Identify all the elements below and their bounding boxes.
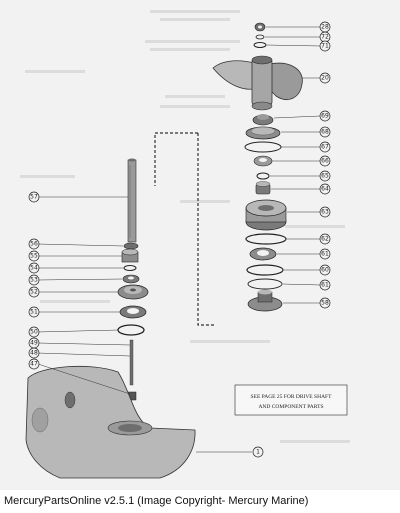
- part-o-ring: [244, 141, 282, 153]
- part-pinion-gear: [117, 284, 149, 300]
- part-needle-bearing: [255, 181, 271, 195]
- callout-54: 54: [28, 262, 40, 274]
- part-bearing-small: [253, 155, 273, 167]
- callout-67: 67: [319, 141, 331, 153]
- svg-text:67: 67: [321, 144, 329, 151]
- part-bearing-cup: [119, 305, 147, 319]
- callout-52: 52: [28, 286, 40, 298]
- svg-text:28: 28: [321, 24, 329, 31]
- part-nut-top: [254, 22, 266, 32]
- callout-50: 50: [28, 326, 40, 338]
- leader-lines: [37, 26, 321, 453]
- svg-text:1: 1: [256, 449, 260, 456]
- callout-71: 71: [319, 40, 331, 52]
- svg-text:57: 57: [30, 194, 38, 201]
- svg-text:52: 52: [30, 289, 38, 296]
- svg-text:61: 61: [321, 251, 329, 258]
- part-washer-left: [123, 265, 137, 271]
- svg-text:56: 56: [30, 241, 38, 248]
- part-bearing-race: [249, 247, 277, 261]
- svg-text:54: 54: [30, 265, 38, 272]
- reference-note-box: SEE PAGE 25 FOR DRIVE SHAFT AND COMPONEN…: [234, 384, 348, 416]
- svg-text:72: 72: [321, 34, 329, 41]
- svg-text:50: 50: [30, 329, 38, 336]
- callouts-left: 57 56 55 54 53 52 51 50 49 48 47: [28, 191, 40, 370]
- callout-69: 69: [319, 110, 331, 122]
- callout-64: 64: [319, 183, 331, 195]
- svg-text:71: 71: [321, 43, 329, 50]
- svg-text:51: 51: [30, 309, 38, 316]
- note-line-2: AND COMPONENT PARTS: [258, 404, 323, 410]
- part-thrust-washer: [246, 264, 284, 276]
- part-bearing-left: [122, 274, 140, 284]
- svg-text:66: 66: [321, 158, 329, 165]
- callout-68: 68: [319, 126, 331, 138]
- svg-text:49: 49: [30, 340, 38, 347]
- svg-text:55: 55: [30, 253, 38, 260]
- part-stud: [129, 339, 134, 386]
- svg-text:69: 69: [321, 113, 329, 120]
- svg-text:62: 62: [321, 236, 329, 243]
- svg-text:64: 64: [321, 186, 329, 193]
- callout-51: 51: [28, 306, 40, 318]
- part-pinion-nut: [121, 248, 139, 263]
- part-washer: [256, 172, 270, 180]
- svg-text:63: 63: [321, 209, 329, 216]
- svg-text:60: 60: [321, 267, 329, 274]
- part-spacer-ring: [247, 278, 283, 290]
- callout-48: 48: [28, 347, 40, 359]
- svg-text:58: 58: [321, 300, 329, 307]
- part-o-ring-large: [245, 233, 287, 245]
- part-seal-ring: [117, 324, 145, 336]
- callout-57: 57: [28, 191, 40, 203]
- part-shim: [123, 242, 139, 250]
- svg-text:61: 61: [321, 282, 329, 289]
- callout-49: 49: [28, 337, 40, 349]
- svg-text:47: 47: [30, 361, 38, 368]
- svg-text:20: 20: [321, 75, 329, 82]
- callout-55: 55: [28, 250, 40, 262]
- assembly-bracket-dashed: [154, 132, 214, 326]
- part-ring-small: [253, 42, 267, 48]
- part-washer-small: [255, 34, 265, 40]
- callout-62: 62: [319, 233, 331, 245]
- callout-28: 28: [319, 21, 331, 33]
- svg-text:65: 65: [321, 173, 329, 180]
- exploded-parts-diagram: 28 72 71 20 69 68 67 66 65 64 63 62 61 6…: [0, 0, 400, 490]
- callout-20: 20: [319, 72, 331, 84]
- callout-61: 61: [319, 248, 331, 260]
- note-line-1: SEE PAGE 25 FOR DRIVE SHAFT: [251, 394, 333, 400]
- callout-47: 47: [28, 358, 40, 370]
- callouts-right: 28 72 71 20 69 68 67 66 65 64 63 62 61 6…: [319, 21, 331, 309]
- callout-65: 65: [319, 170, 331, 182]
- callout-61b: 61: [319, 279, 331, 291]
- callout-53: 53: [28, 274, 40, 286]
- part-drive-shaft: [127, 158, 137, 243]
- part-propeller: [212, 55, 303, 111]
- diagram-drawing: 28 72 71 20 69 68 67 66 65 64 63 62 61 6…: [20, 10, 350, 479]
- callout-63: 63: [319, 206, 331, 218]
- callout-56: 56: [28, 238, 40, 250]
- svg-text:68: 68: [321, 129, 329, 136]
- callout-1: 1: [252, 446, 264, 458]
- svg-text:53: 53: [30, 277, 38, 284]
- part-bearing-carrier-gear: [245, 126, 281, 140]
- callout-58: 58: [319, 297, 331, 309]
- callout-66: 66: [319, 155, 331, 167]
- svg-text:48: 48: [30, 350, 38, 357]
- part-thrust-hub: [252, 114, 274, 126]
- part-bearing-carrier: [245, 199, 287, 231]
- part-forward-gear: [247, 289, 283, 312]
- footer-caption: MercuryPartsOnline v2.5.1 (Image Copyrig…: [4, 495, 309, 507]
- part-gear-housing: [25, 365, 196, 479]
- callout-60: 60: [319, 264, 331, 276]
- callout-72: 72: [319, 31, 331, 43]
